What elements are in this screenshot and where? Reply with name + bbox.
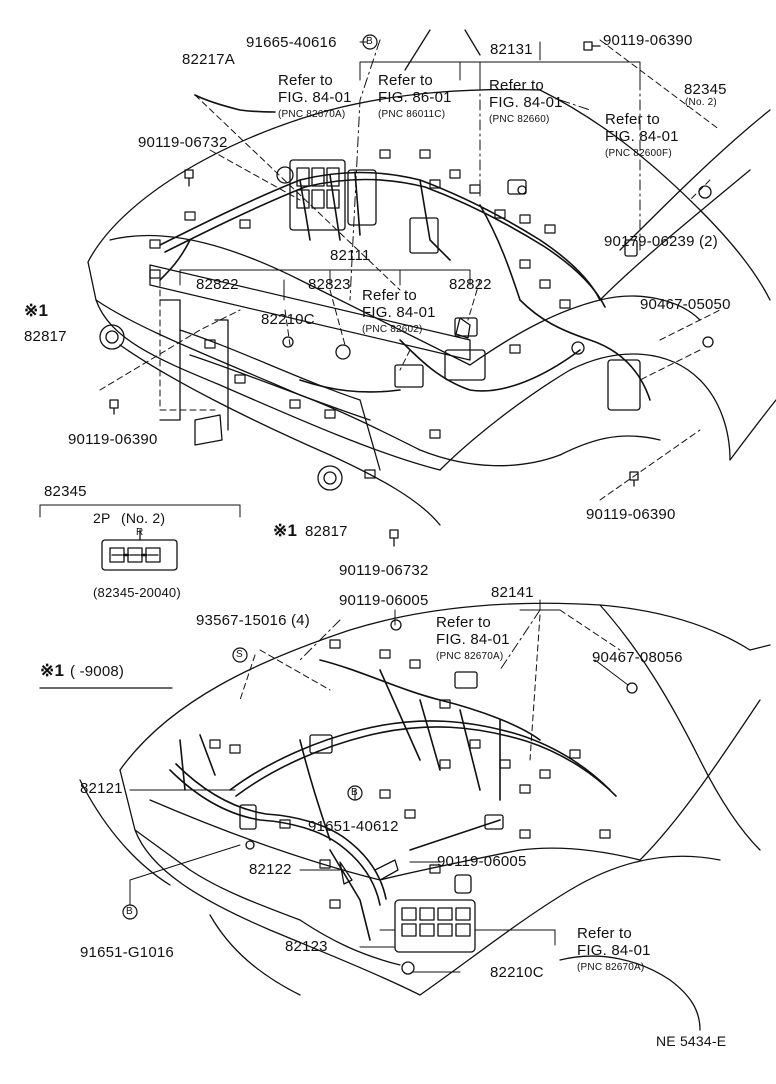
part-callout: 91665-40616	[246, 34, 337, 51]
reference-note: Refer to FIG. 84-01 (PNC 82670A)	[577, 925, 651, 976]
lower-components	[209, 619, 638, 975]
connector-part-number: 82345	[44, 483, 87, 500]
reference-pnc: (PNC 82600F)	[605, 148, 672, 159]
reference-note: Refer to FIG. 84-01 (PNC 82602)	[362, 287, 436, 338]
reference-line: Refer to	[362, 287, 417, 304]
reference-line: Refer to	[605, 111, 660, 128]
part-callout: 90119-06005	[437, 853, 527, 870]
reference-line: Refer to	[278, 72, 333, 89]
note-mark: ※1	[24, 301, 49, 320]
connector-type: 2P	[93, 510, 111, 526]
part-callout: 82141	[491, 584, 534, 601]
part-callout: 82817	[305, 523, 348, 540]
connector-quantity: (No. 2)	[121, 510, 166, 526]
part-callout: 82817	[24, 328, 67, 345]
screw-marker: S	[236, 649, 243, 660]
reference-line: Refer to	[378, 72, 433, 89]
footnote-text: ( -9008)	[70, 663, 125, 680]
connector-detail-box	[101, 529, 178, 571]
reference-figure: FIG. 84-01	[362, 304, 436, 321]
lower-body-outline	[79, 602, 771, 1031]
part-callout: 90119-06390	[603, 32, 693, 49]
reference-figure: FIG. 86-01	[378, 89, 452, 106]
part-callout: 82210C	[261, 311, 315, 328]
circle-markers	[122, 34, 378, 920]
part-callout: 90119-06390	[68, 431, 158, 448]
reference-figure: FIG. 84-01	[278, 89, 352, 106]
bolt-marker: B	[126, 906, 133, 917]
reference-note: Refer to FIG. 84-01 (PNC 82600F)	[605, 111, 679, 162]
part-callout: 82123	[285, 938, 328, 955]
part-callout: 82823	[308, 276, 351, 293]
footnote-mark: ※1	[40, 661, 65, 680]
part-callout: 82217A	[182, 51, 235, 68]
reference-figure: FIG. 84-01	[436, 631, 510, 648]
bolt-marker: B	[351, 787, 358, 798]
figure-id: NE 5434-E	[656, 1033, 727, 1049]
part-callout: 93567-15016 (4)	[196, 612, 310, 629]
part-callout: 90119-06005	[339, 592, 429, 609]
reference-note: Refer to FIG. 84-01 (PNC 82670A)	[278, 72, 352, 123]
upper-components	[99, 41, 714, 547]
part-callout: 90119-06732	[339, 562, 429, 579]
part-callout: 90119-06732	[138, 134, 228, 151]
reference-pnc: (PNC 82670A)	[278, 109, 346, 120]
note-mark: ※1	[273, 521, 298, 540]
reference-pnc: (PNC 86011C)	[378, 109, 446, 120]
reference-line: Refer to	[489, 77, 544, 94]
part-callout: 90467-08056	[592, 649, 683, 666]
reference-pnc: (PNC 82670A)	[436, 651, 504, 662]
reference-line: Refer to	[436, 614, 491, 631]
part-quantity: (No. 2)	[685, 97, 717, 108]
reference-pnc: (PNC 82602)	[362, 324, 423, 335]
connector-sub-part: (82345-20040)	[93, 585, 181, 600]
reference-figure: FIG. 84-01	[605, 128, 679, 145]
lower-harness	[169, 659, 617, 941]
part-callout: 90467-05050	[640, 296, 731, 313]
bolt-marker: B	[366, 36, 373, 47]
part-callout: 91651-40612	[308, 818, 399, 835]
part-callout: 82345	[684, 81, 727, 98]
reference-figure: FIG. 84-01	[489, 94, 563, 111]
reference-note: Refer to FIG. 86-01 (PNC 86011C)	[378, 72, 452, 123]
part-callout: 90179-06239 (2)	[604, 233, 718, 250]
part-callout: 91651-G1016	[80, 944, 174, 961]
part-callout: 82822	[449, 276, 492, 293]
lower-leader-lines	[129, 609, 629, 973]
part-callout: 82822	[196, 276, 239, 293]
part-callout: 82131	[490, 41, 533, 58]
part-callout: 82111	[330, 247, 371, 264]
reference-pnc: (PNC 82660)	[489, 114, 550, 125]
part-callout: 82122	[249, 861, 292, 878]
reference-note: Refer to FIG. 84-01 (PNC 82670A)	[436, 614, 510, 665]
connector-color-code: R	[136, 527, 144, 538]
part-callout: 82210C	[490, 964, 544, 981]
part-callout: 90119-06390	[586, 506, 676, 523]
reference-line: Refer to	[577, 925, 632, 942]
upper-leader-lines	[39, 39, 721, 946]
reference-pnc: (PNC 82670A)	[577, 962, 645, 973]
reference-figure: FIG. 84-01	[577, 942, 651, 959]
reference-note: Refer to FIG. 84-01 (PNC 82660)	[489, 77, 563, 128]
part-callout: 82121	[80, 780, 123, 797]
